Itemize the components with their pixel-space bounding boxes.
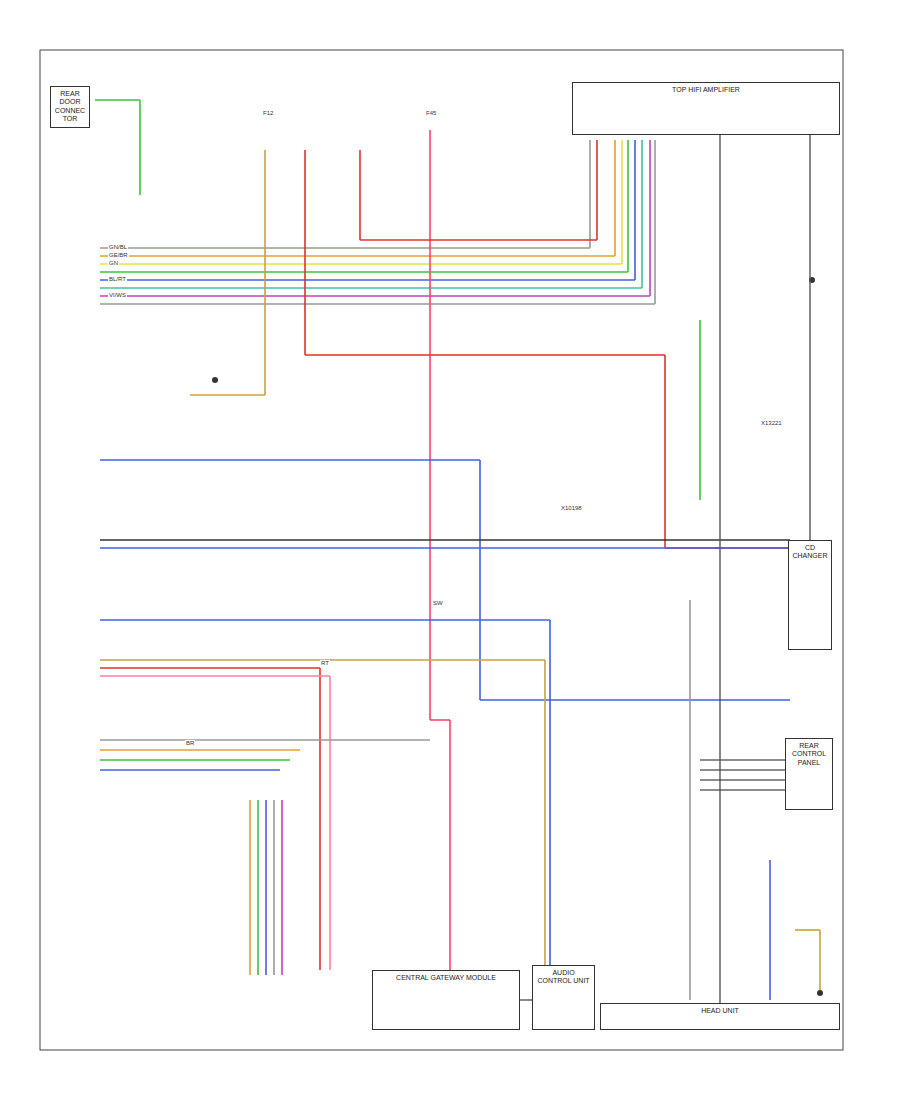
component-box: TOP HIFI AMPLIFIER [572,82,840,135]
wire-connector [809,135,810,540]
wire-label: BL/RT [108,276,127,283]
component-box: AUDIO CONTROL UNIT [532,965,595,1030]
wire-connector [520,999,532,1000]
component-label: REAR CONTROL PANEL [789,742,829,767]
component-box: CENTRAL GATEWAY MODULE [372,970,520,1030]
component-label: TOP HIFI AMPLIFIER [576,86,836,94]
wire-label: F12 [262,110,274,117]
component-label: CD CHANGER [792,544,828,561]
wire-label: GE/BR [108,252,129,259]
component-box: REAR CONTROL PANEL [785,738,833,810]
component-label: HEAD UNIT [604,1007,836,1015]
wire-label: X13221 [760,420,783,427]
wire-label: VI/WS [108,292,127,299]
wire-label: BR [185,740,195,747]
component-label: REAR DOOR CONNECTOR [54,90,86,124]
component-box: HEAD UNIT [600,1003,840,1030]
wire-label: F45 [425,110,437,117]
wire-label: X10198 [560,505,583,512]
component-box: CD CHANGER [788,540,832,650]
component-label: CENTRAL GATEWAY MODULE [376,974,516,982]
wire-label: SW [432,600,444,607]
wire-label: RT [320,660,330,667]
component-box: REAR DOOR CONNECTOR [50,86,90,128]
wire-connector [719,135,720,1003]
wire-label: GN [108,260,119,267]
wire-label: GN/BL [108,244,128,251]
component-label: AUDIO CONTROL UNIT [536,969,591,986]
